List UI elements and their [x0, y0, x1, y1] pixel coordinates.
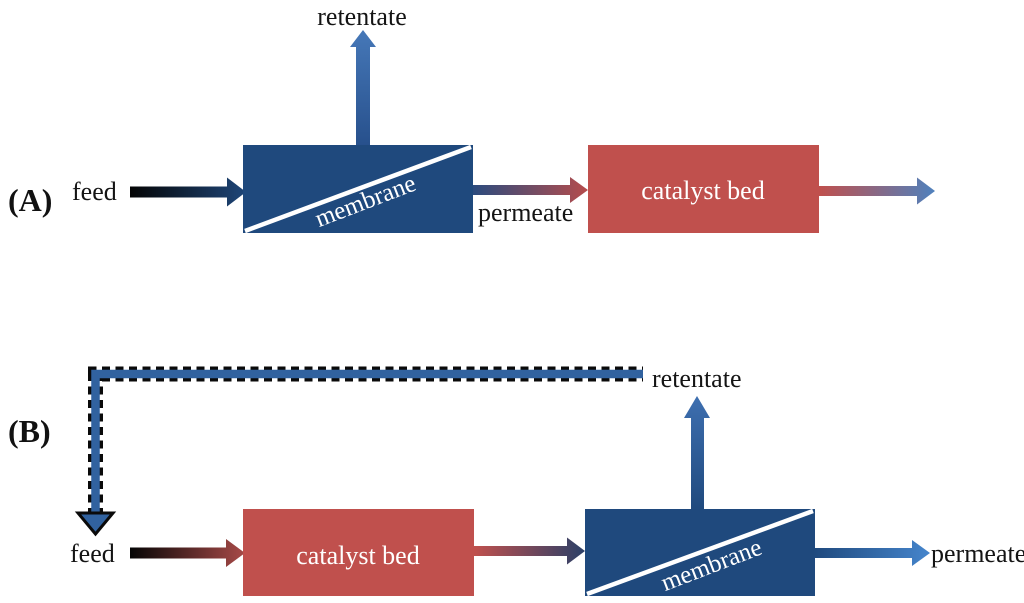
feed-arrow-a — [130, 177, 246, 207]
catalyst-bed-b — [243, 509, 474, 596]
catalyst-bed-a — [588, 145, 819, 233]
diagram-b: (B) retentate feed catalyst bed membrane… — [8, 364, 1024, 597]
panel-label-a: (A) — [8, 182, 52, 218]
recycle-line-outline-b — [88, 366, 643, 516]
feed-arrow-b — [130, 539, 245, 567]
permeate-label-b: permeate — [931, 539, 1024, 568]
permeate-arrow-a — [473, 177, 588, 203]
catalyst-bed-label-a: catalyst bed — [641, 176, 764, 205]
diagram-a: (A) feed retentate membrane permeate cat… — [8, 2, 935, 234]
reactor-to-membrane-arrow-b — [474, 537, 585, 565]
product-arrow-a — [819, 177, 935, 205]
permeate-arrow-b — [813, 540, 930, 566]
recycle-line-b — [91, 369, 643, 516]
membrane-divider-b — [586, 508, 814, 597]
feed-label-b: feed — [70, 539, 115, 568]
retentate-arrow-a — [350, 30, 376, 146]
retentate-label-b: retentate — [652, 364, 742, 393]
panel-label-b: (B) — [8, 413, 51, 449]
catalyst-bed-label-b: catalyst bed — [296, 541, 419, 570]
feed-label-a: feed — [72, 177, 117, 206]
recycle-arrowhead-b — [74, 511, 117, 537]
retentate-arrow-b — [684, 396, 710, 511]
membrane-divider-a — [244, 144, 472, 234]
retentate-label-a: retentate — [317, 2, 407, 31]
permeate-label-a: permeate — [478, 198, 573, 227]
